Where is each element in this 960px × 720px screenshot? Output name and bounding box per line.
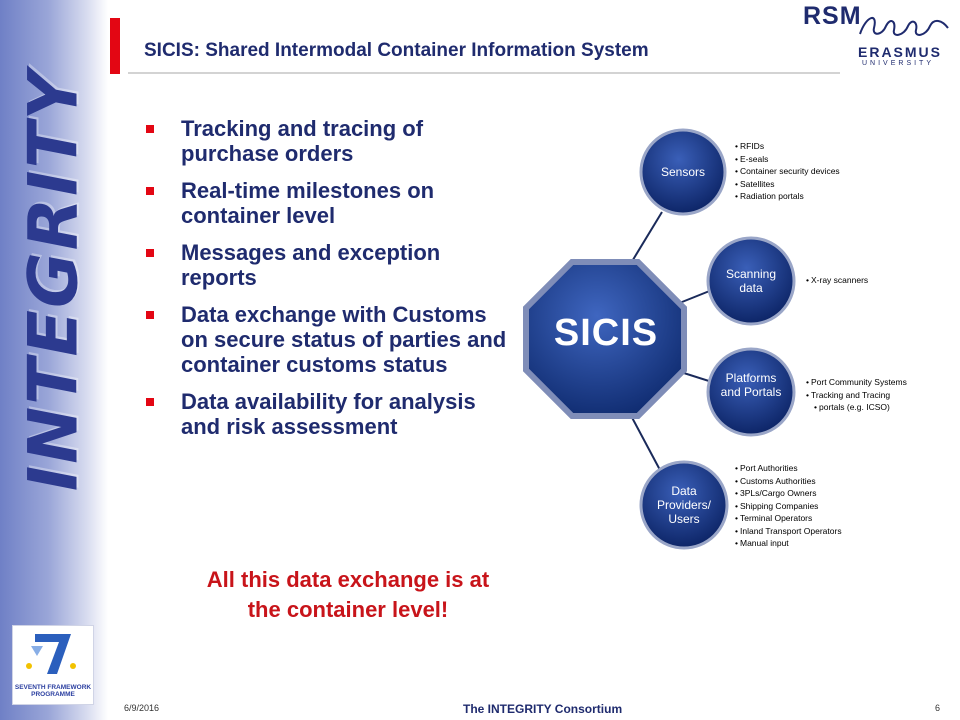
bullet-marker-icon bbox=[146, 249, 154, 257]
footer-date: 6/9/2016 bbox=[124, 703, 160, 713]
fp7-label: SEVENTH FRAMEWORK PROGRAMME bbox=[14, 684, 92, 698]
slide-title: SICIS: Shared Intermodal Container Infor… bbox=[144, 40, 649, 61]
detail-item: X-ray scanners bbox=[806, 274, 868, 287]
node-label-providers: Data Providers/ Users bbox=[656, 484, 712, 526]
providers-detail-list: Port Authorities Customs Authorities 3PL… bbox=[735, 462, 842, 550]
detail-item: 3PLs/Cargo Owners bbox=[735, 487, 842, 500]
footer-consortium: The INTEGRITY Consortium bbox=[463, 702, 623, 716]
detail-item: Manual input bbox=[735, 537, 842, 550]
sensors-detail-list: RFIDs E-seals Container security devices… bbox=[735, 140, 840, 203]
bullet-marker-icon bbox=[146, 187, 154, 195]
bullet-text: Tracking and tracing of purchase orders bbox=[181, 116, 424, 166]
detail-item: Port Authorities bbox=[735, 462, 842, 475]
sicis-center-label: SICIS bbox=[553, 312, 659, 354]
platforms-detail-list: Port Community Systems Tracking and Trac… bbox=[806, 376, 907, 414]
bullet-item: Data exchange with Customs on secure sta… bbox=[146, 302, 518, 377]
bullet-text: Real-time milestones on container level bbox=[181, 178, 435, 228]
slide-number: 6 bbox=[935, 703, 941, 713]
detail-item: Port Community Systems bbox=[806, 376, 907, 389]
detail-item: Customs Authorities bbox=[735, 475, 842, 488]
scanning-detail-list: X-ray scanners bbox=[806, 274, 868, 287]
rsm-logo-text: RSM bbox=[803, 2, 862, 30]
detail-item: Inland Transport Operators bbox=[735, 525, 842, 538]
left-decor-band: INTEGRITY SEVENTH FRAMEWORK PROGRAMME bbox=[0, 0, 108, 720]
erasmus-logo-text: ERASMUS bbox=[858, 44, 943, 60]
detail-item: Radiation portals bbox=[735, 190, 840, 203]
bullet-marker-icon bbox=[146, 398, 154, 406]
detail-item: E-seals bbox=[735, 153, 840, 166]
title-accent-bar bbox=[110, 18, 120, 74]
integrity-side-logo: INTEGRITY bbox=[14, 68, 94, 492]
bullet-list: Tracking and tracing of purchase orders … bbox=[146, 116, 518, 451]
node-data-providers bbox=[639, 460, 729, 550]
node-label-sensors: Sensors bbox=[660, 165, 706, 179]
detail-item: Shipping Companies bbox=[735, 500, 842, 513]
bullet-marker-icon bbox=[146, 311, 154, 319]
detail-item: Container security devices bbox=[735, 165, 840, 178]
bullet-item: Tracking and tracing of purchase orders bbox=[146, 116, 518, 166]
sicis-diagram bbox=[523, 128, 796, 550]
fp7-emblem-icon bbox=[26, 634, 76, 674]
connector-lines bbox=[627, 211, 713, 471]
erasmus-signature-icon bbox=[859, 17, 949, 36]
bullet-text: Data availability for analysis and risk … bbox=[181, 389, 476, 439]
detail-item: RFIDs bbox=[735, 140, 840, 153]
bullet-text: Data exchange with Customs on secure sta… bbox=[181, 302, 507, 377]
bullet-item: Data availability for analysis and risk … bbox=[146, 389, 518, 439]
detail-item-continued: portals (e.g. ICSO) bbox=[806, 401, 907, 414]
bullet-item: Messages and exception reports bbox=[146, 240, 518, 290]
node-platforms-portals bbox=[706, 347, 796, 437]
bullet-text: Messages and exception reports bbox=[181, 240, 441, 290]
detail-item-text: portals (e.g. ICSO) bbox=[818, 402, 890, 412]
bullet-marker-icon bbox=[146, 125, 154, 133]
title-divider bbox=[128, 72, 840, 74]
closing-statement: All this data exchange is at the contain… bbox=[206, 567, 490, 622]
node-scanning-data bbox=[706, 236, 796, 326]
sicis-octagon bbox=[523, 259, 687, 419]
fp7-logo: SEVENTH FRAMEWORK PROGRAMME bbox=[12, 625, 94, 705]
bullet-item: Real-time milestones on container level bbox=[146, 178, 518, 228]
node-sensors bbox=[639, 128, 727, 216]
detail-item: Terminal Operators bbox=[735, 512, 842, 525]
node-label-scanning: Scanning data bbox=[725, 267, 777, 295]
detail-item: Tracking and Tracing bbox=[806, 389, 907, 402]
university-logo-text: UNIVERSITY bbox=[862, 60, 935, 67]
detail-item: Satellites bbox=[735, 178, 840, 191]
node-label-platforms: Platforms and Portals bbox=[720, 371, 782, 399]
